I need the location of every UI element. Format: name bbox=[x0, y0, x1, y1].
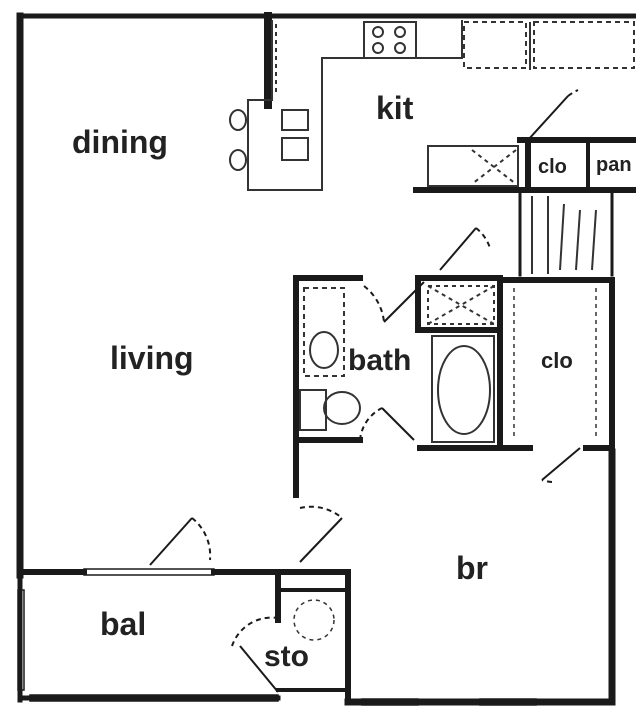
room-label-living: living bbox=[110, 340, 194, 376]
room-label-br: br bbox=[456, 550, 488, 586]
room-label-dining: dining bbox=[72, 124, 168, 160]
kitchen-fixtures bbox=[229, 20, 635, 274]
room-label-clo-large: clo bbox=[541, 348, 573, 373]
windows bbox=[17, 568, 537, 706]
room-label-bath: bath bbox=[348, 344, 412, 378]
room-label-kit: kit bbox=[376, 90, 414, 126]
room-label-bal: bal bbox=[100, 606, 147, 642]
bath-fixtures bbox=[299, 285, 495, 443]
room-label-sto: sto bbox=[264, 640, 309, 673]
walls bbox=[16, 12, 636, 706]
closet-fixtures bbox=[293, 288, 597, 641]
room-label-clo-small: clo bbox=[538, 156, 567, 179]
doors bbox=[149, 89, 581, 693]
room-label-pantry: pan bbox=[596, 154, 632, 176]
